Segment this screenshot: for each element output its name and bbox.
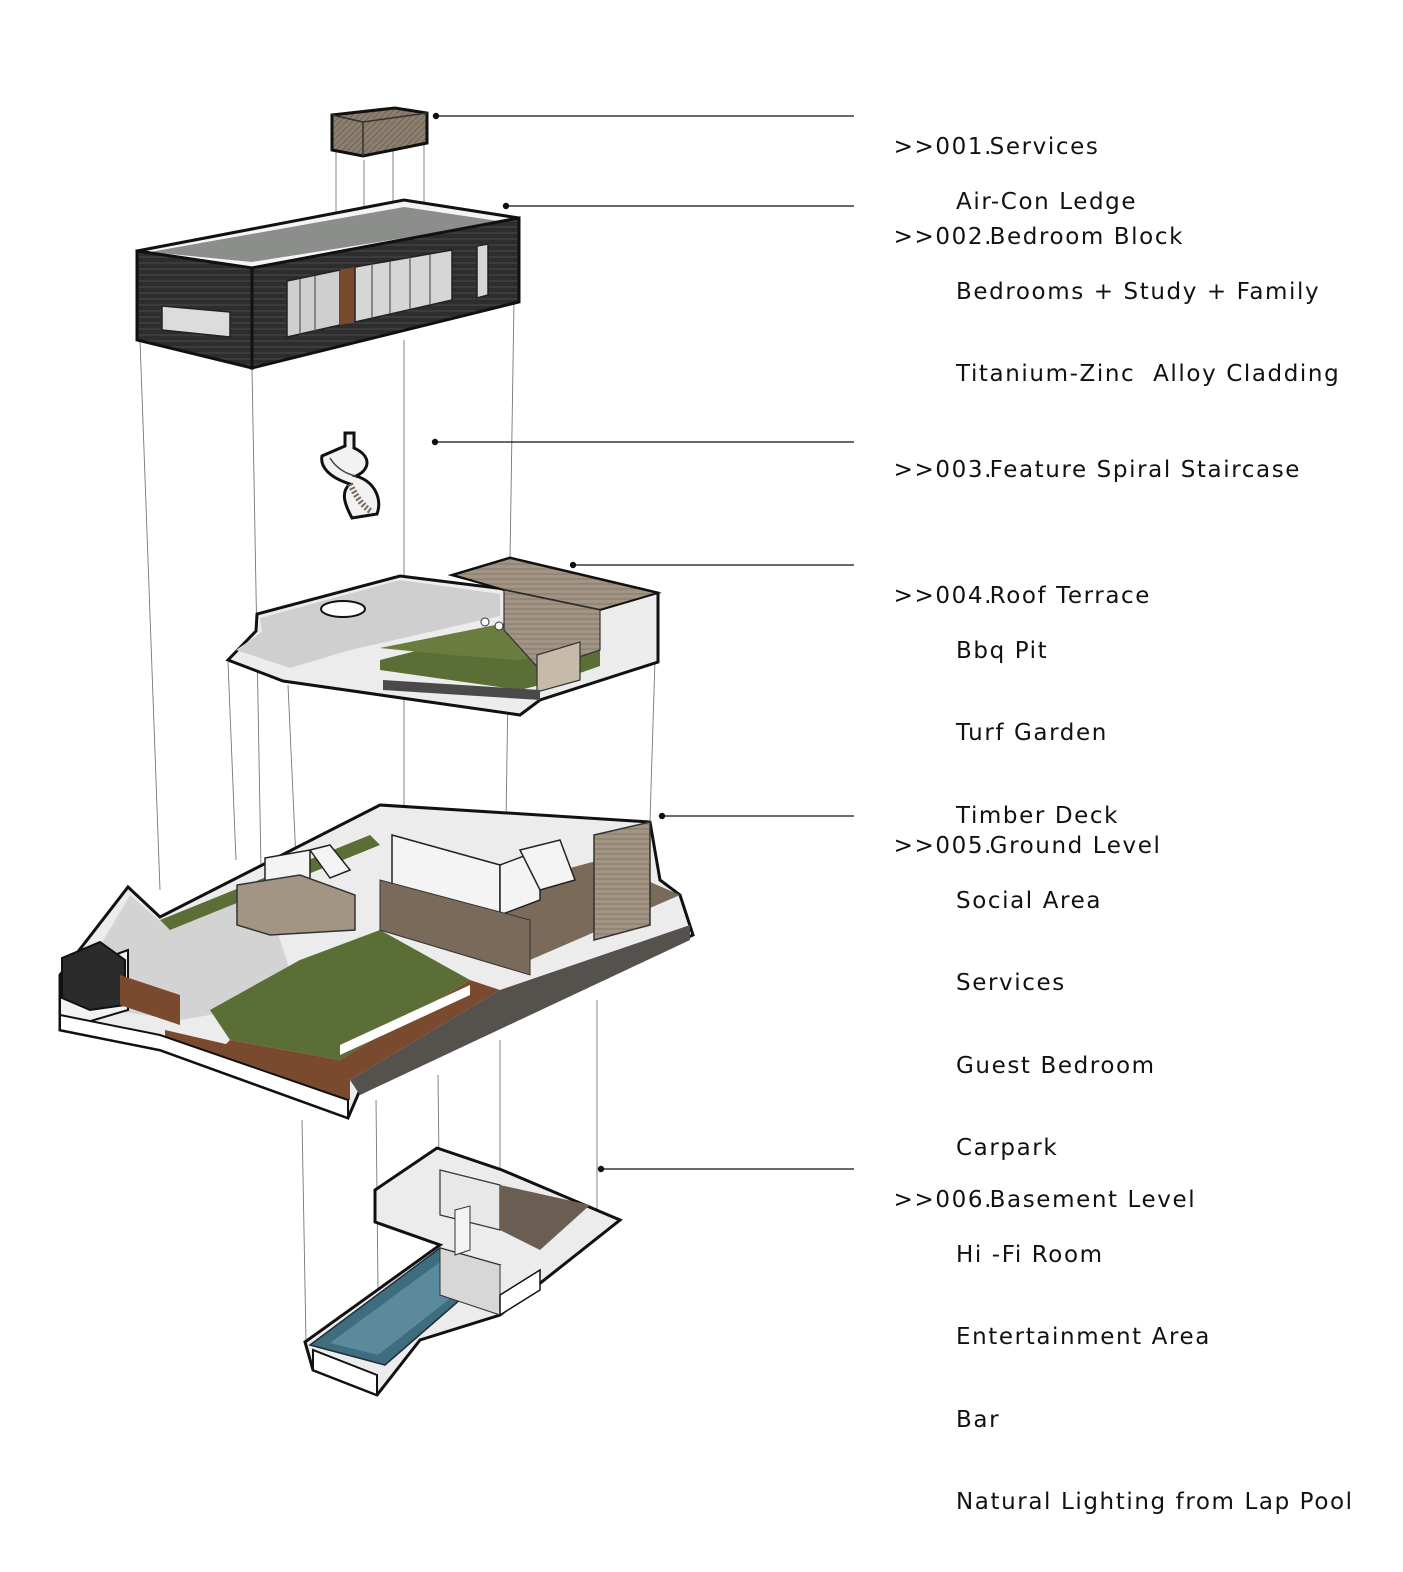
basement-slab xyxy=(303,1146,623,1397)
aircon-ledge-block xyxy=(330,106,429,158)
leader-lines xyxy=(431,112,854,1173)
bedroom-block xyxy=(135,198,521,370)
exploded-axonometric-diagram xyxy=(58,106,854,1397)
roof-terrace-slab xyxy=(225,556,662,717)
spiral-staircase xyxy=(320,431,381,520)
ground-level-slab xyxy=(58,803,695,1120)
